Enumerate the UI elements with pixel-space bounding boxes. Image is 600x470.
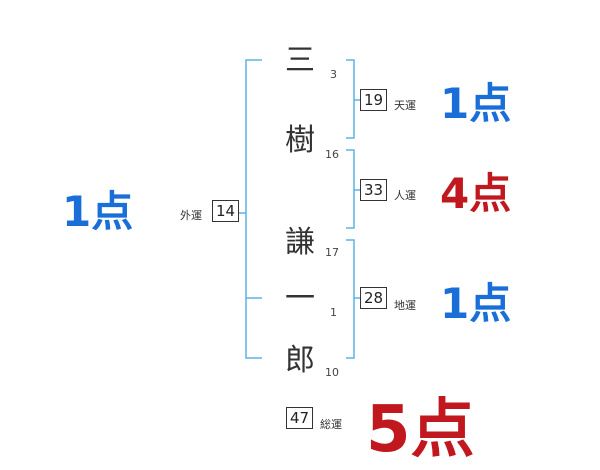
chiun-label: 地運 — [394, 299, 416, 312]
gaiun-score: 1点 — [62, 178, 133, 239]
stroke-count-1: 3 — [330, 68, 337, 81]
jinun-score: 4点 — [440, 169, 512, 218]
tenun-bracket — [346, 59, 355, 139]
gaiun-score-text: 1点 — [62, 187, 134, 236]
tenun-score: 1点 — [440, 79, 512, 128]
chiun-score: 1点 — [440, 279, 512, 328]
gaiun-value-box: 14 — [212, 200, 240, 222]
name-char-2: 樹 — [285, 123, 315, 158]
jinun-value-box: 33 — [360, 179, 388, 201]
name-char-1: 三 — [285, 43, 315, 78]
jinun-bracket — [346, 149, 355, 229]
tenun-value-box: 19 — [360, 89, 388, 111]
chiun-value-box: 28 — [360, 287, 388, 309]
souun-value-box: 47 — [286, 407, 314, 429]
outer-bracket — [245, 59, 262, 359]
stroke-count-5: 10 — [325, 366, 339, 379]
stroke-count-3: 17 — [325, 246, 339, 259]
stroke-count-2: 16 — [325, 148, 339, 161]
souun-score: 5点 — [366, 393, 475, 467]
stroke-count-4: 1 — [330, 306, 337, 319]
name-char-5: 郎 — [285, 343, 315, 378]
jinun-label: 人運 — [394, 189, 416, 202]
gaiun-label: 外運 — [180, 209, 202, 222]
name-char-3: 謙 — [285, 225, 315, 260]
souun-label: 総運 — [320, 418, 342, 431]
chiun-bracket — [346, 239, 355, 359]
name-char-4: 一 — [285, 281, 315, 316]
tenun-label: 天運 — [394, 99, 416, 112]
